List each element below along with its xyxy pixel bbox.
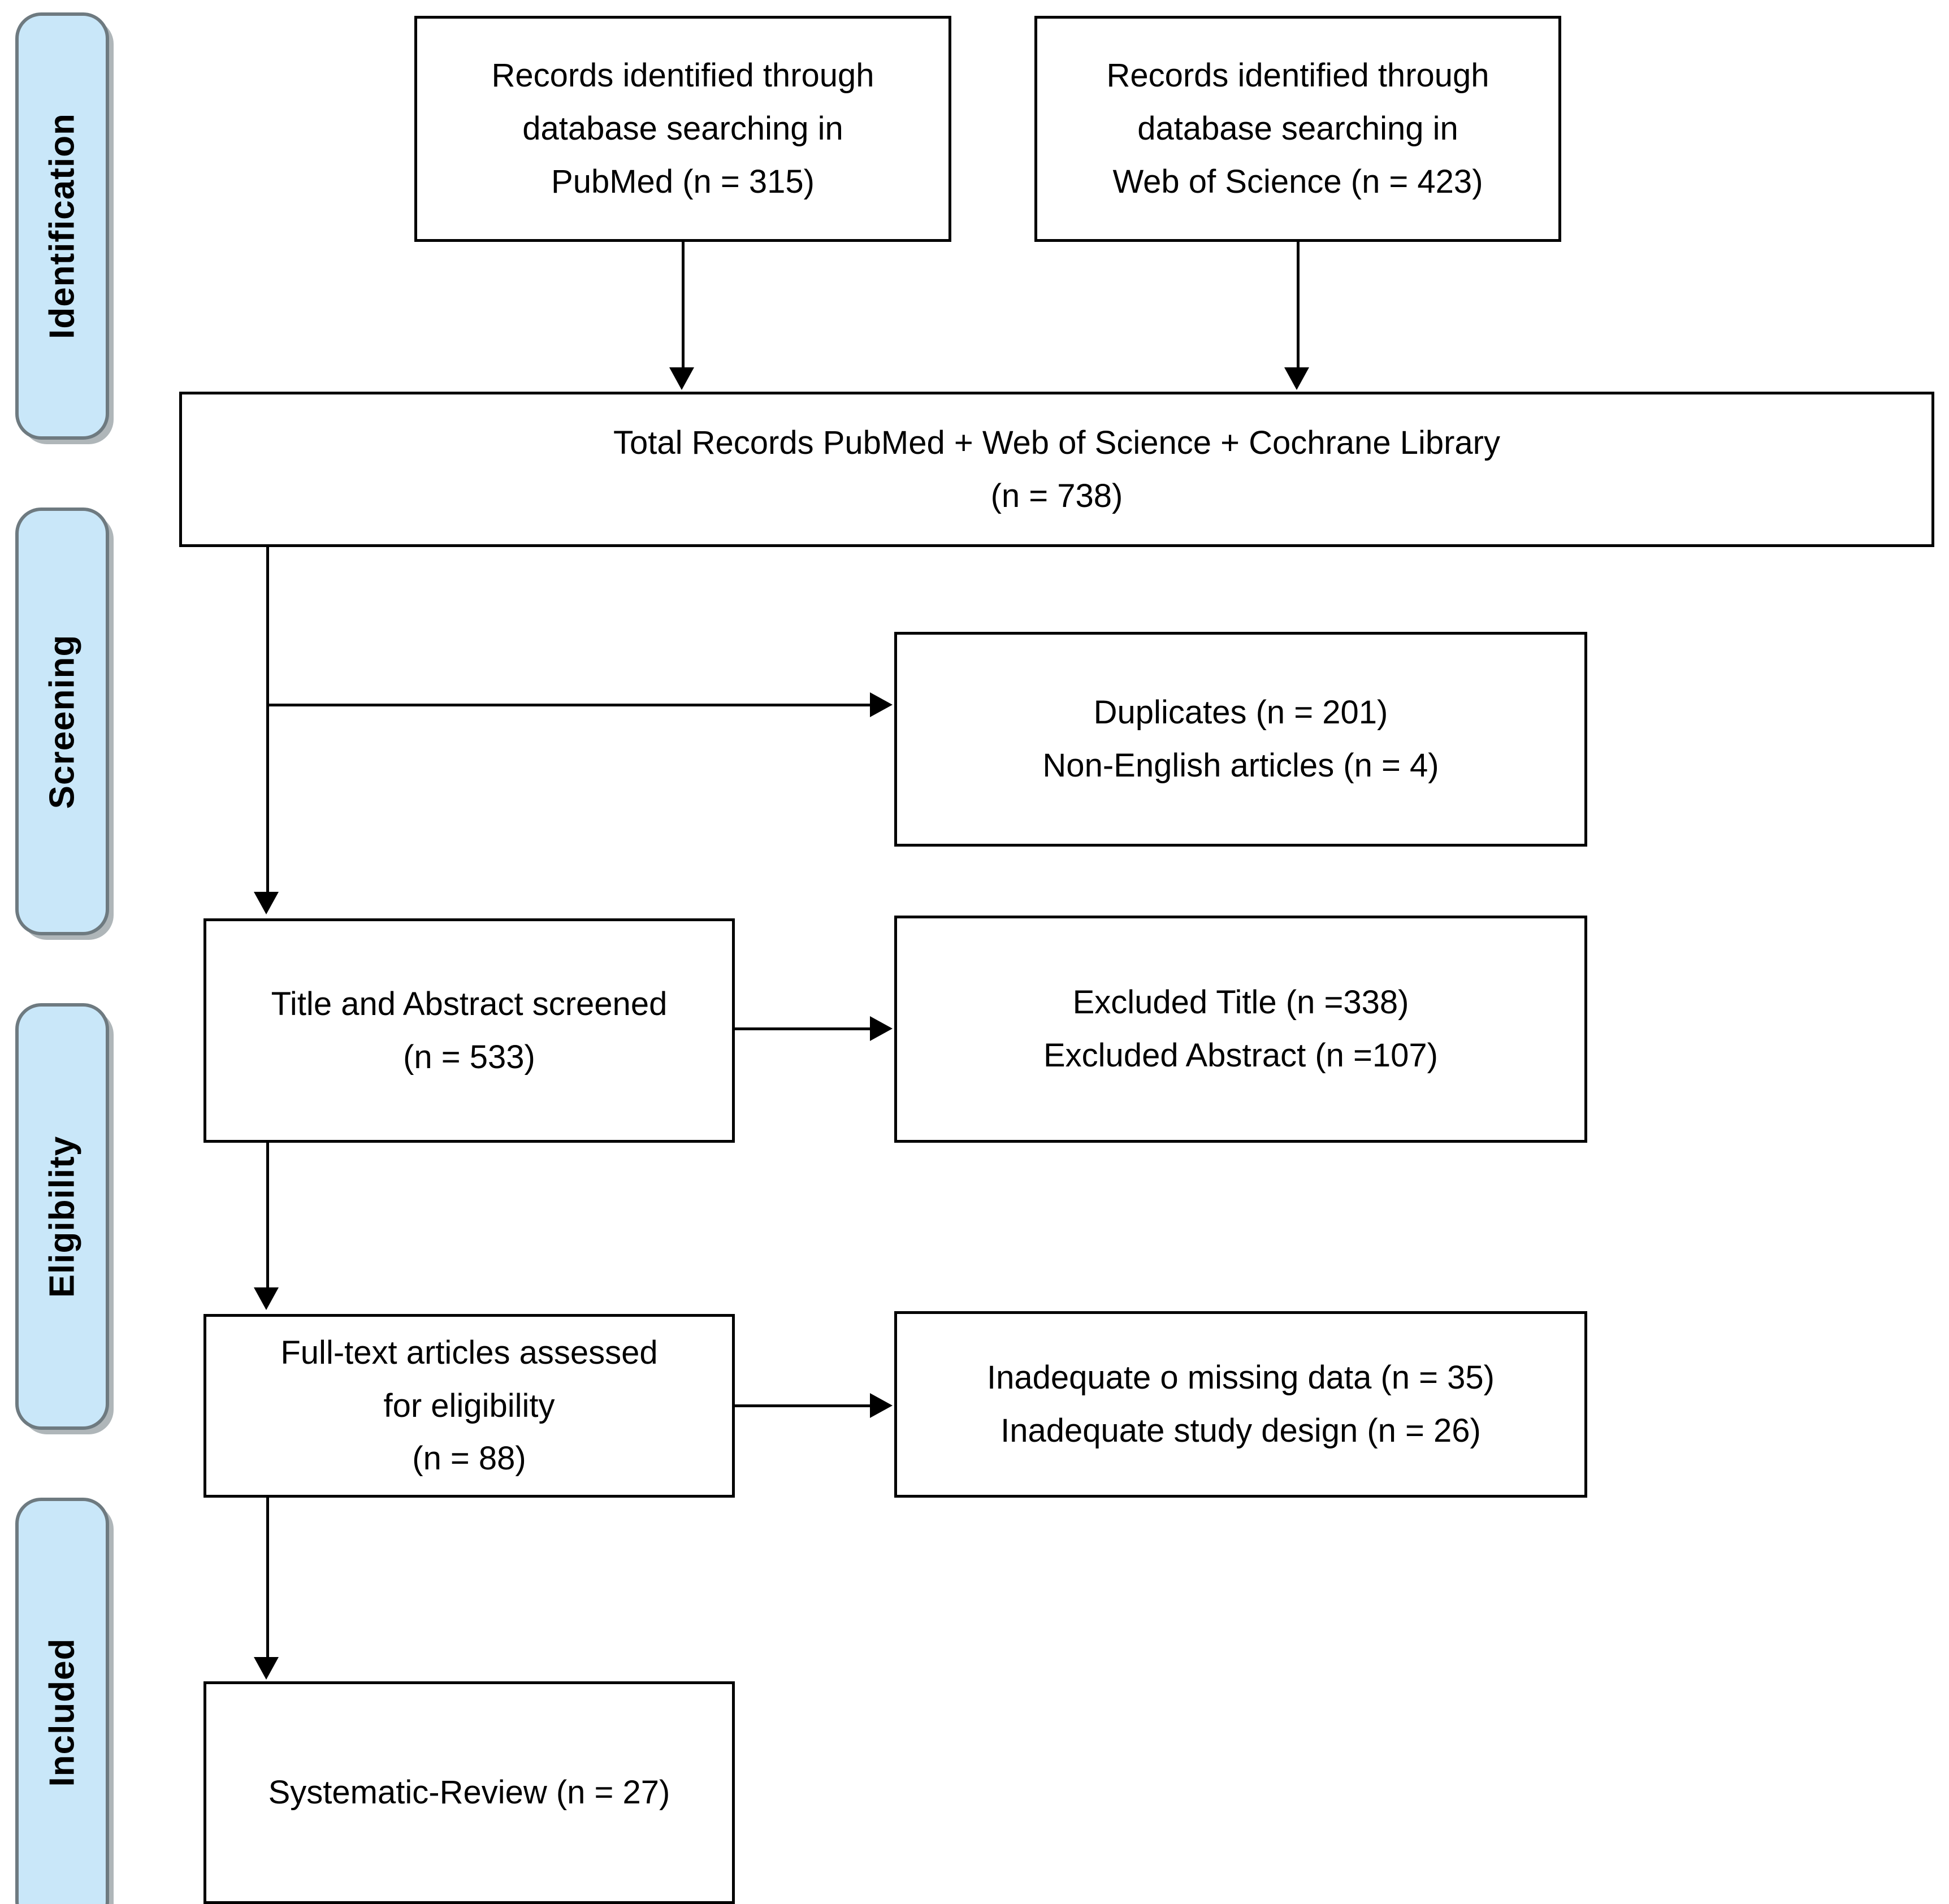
stage-label-eligibility: Eligibility <box>42 1135 82 1298</box>
arrowhead-total-to-screened <box>254 892 279 914</box>
box-excluded-title-line-1: Excluded Title (n =338) <box>1072 984 1409 1021</box>
connector-pubmed-to-total <box>682 242 685 369</box>
stage-pill-eligibility: Eligibility <box>15 1003 109 1430</box>
stage-pill-included: Included <box>15 1498 109 1904</box>
box-systematic-review-line-1: Systematic-Review (n = 27) <box>268 1774 670 1811</box>
connector-wos-to-total <box>1297 242 1300 369</box>
box-wos-records: Records identified through database sear… <box>1034 16 1561 242</box>
box-wos-line-2: database searching in <box>1137 110 1458 148</box>
box-duplicates-excluded: Duplicates (n = 201) Non-English article… <box>894 632 1587 847</box>
box-fulltext-assessed: Full-text articles assessed for eligibil… <box>203 1314 735 1498</box>
box-pubmed-line-1: Records identified through <box>491 57 874 94</box>
box-excluded-fulltext-line-1: Inadequate o missing data (n = 35) <box>987 1359 1495 1396</box>
box-duplicates-line-1: Duplicates (n = 201) <box>1093 694 1388 731</box>
stage-pill-screening: Screening <box>15 508 109 935</box>
box-excluded-title-line-2: Excluded Abstract (n =107) <box>1043 1037 1438 1074</box>
box-excluded-fulltext-line-2: Inadequate study design (n = 26) <box>1001 1412 1481 1449</box>
box-wos-line-1: Records identified through <box>1106 57 1489 94</box>
connector-fulltext-to-excluded <box>735 1404 870 1407</box>
box-systematic-review: Systematic-Review (n = 27) <box>203 1681 735 1904</box>
connector-fulltext-to-review <box>266 1498 269 1659</box>
arrowhead-wos-to-total <box>1284 367 1309 390</box>
box-fulltext-line-3: (n = 88) <box>412 1440 526 1477</box>
box-wos-line-3: Web of Science (n = 423) <box>1112 163 1483 200</box>
stage-pill-identification: Identification <box>15 12 109 440</box>
arrowhead-total-to-duplicates <box>870 692 893 717</box>
arrowhead-screened-to-fulltext <box>254 1287 279 1310</box>
box-pubmed-line-2: database searching in <box>522 110 843 148</box>
box-total-records: Total Records PubMed + Web of Science + … <box>179 392 1934 547</box>
stage-label-identification: Identification <box>42 113 82 339</box>
box-excluded-fulltext: Inadequate o missing data (n = 35) Inade… <box>894 1311 1587 1498</box>
box-title-abstract-line-1: Title and Abstract screened <box>271 985 668 1022</box>
connector-total-to-screened <box>266 547 269 893</box>
stage-label-included: Included <box>42 1638 82 1787</box>
connector-total-to-duplicates <box>266 704 870 706</box>
box-total-records-line-2: (n = 738) <box>990 477 1123 514</box>
box-duplicates-line-2: Non-English articles (n = 4) <box>1042 747 1439 784</box>
arrowhead-fulltext-to-excluded <box>870 1393 893 1418</box>
box-title-abstract-screened: Title and Abstract screened (n = 533) <box>203 918 735 1143</box>
connector-screened-to-excluded <box>735 1027 870 1030</box>
box-pubmed-records: Records identified through database sear… <box>414 16 951 242</box>
connector-screened-to-fulltext <box>266 1143 269 1289</box>
arrowhead-fulltext-to-review <box>254 1657 279 1680</box>
box-excluded-title-abstract: Excluded Title (n =338) Excluded Abstrac… <box>894 916 1587 1143</box>
box-total-records-line-1: Total Records PubMed + Web of Science + … <box>613 424 1500 461</box>
box-fulltext-line-2: for eligibility <box>383 1387 555 1424</box>
arrowhead-screened-to-excluded <box>870 1016 893 1041</box>
box-title-abstract-line-2: (n = 533) <box>403 1038 535 1075</box>
box-fulltext-line-1: Full-text articles assessed <box>280 1334 658 1371</box>
stage-label-screening: Screening <box>42 634 82 809</box>
arrowhead-pubmed-to-total <box>669 367 694 390</box>
box-pubmed-line-3: PubMed (n = 315) <box>551 163 815 200</box>
